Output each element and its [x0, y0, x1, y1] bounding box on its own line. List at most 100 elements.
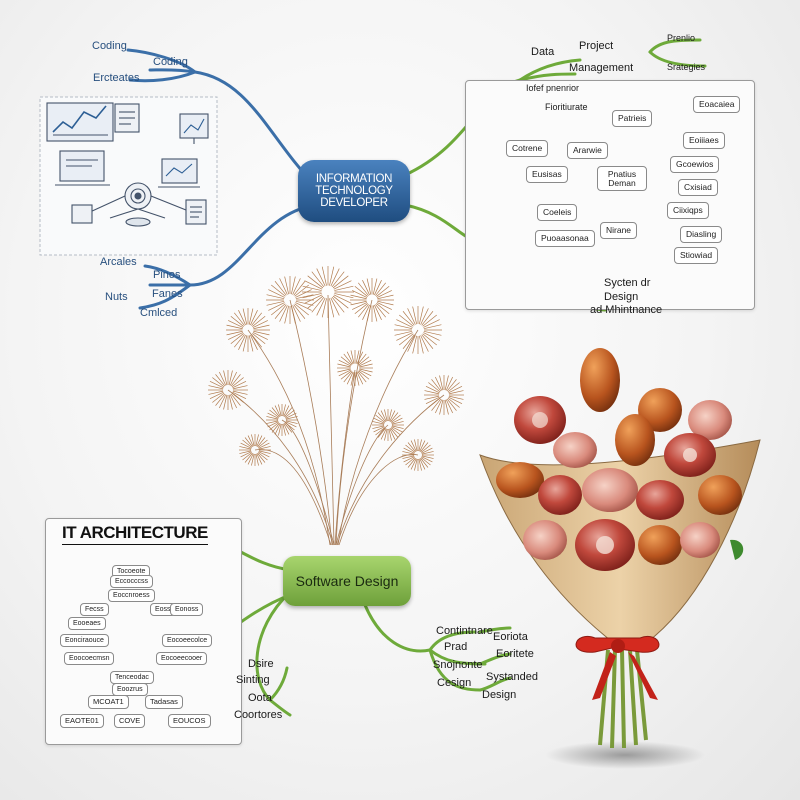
- sd-label-prad[interactable]: Prad: [444, 641, 468, 653]
- arch-node-7[interactable]: Eooeaes: [68, 617, 106, 630]
- right-node-9[interactable]: Coeleis: [537, 204, 578, 221]
- sd-label-sinting[interactable]: Sinting: [236, 674, 270, 686]
- right-node-1[interactable]: Eoacaiea: [693, 96, 741, 113]
- right-node-3[interactable]: Eoiiiaes: [683, 132, 725, 149]
- sd-label-dsire[interactable]: Dsire: [248, 658, 274, 670]
- firework-spark: [283, 423, 290, 435]
- right-node-11[interactable]: Nirane: [600, 222, 638, 239]
- right-node-4[interactable]: Cotrene: [506, 140, 549, 157]
- software-design-bubble[interactable]: Software Design: [283, 556, 411, 606]
- arch-node-10[interactable]: Eoocoecmsn: [64, 652, 115, 665]
- right-node-6[interactable]: Gcoewios: [670, 156, 720, 173]
- arch-node-6[interactable]: Eonoss: [170, 603, 204, 616]
- branch-label-fioritiurate[interactable]: Fioritiurate: [545, 102, 588, 112]
- firework-spark: [354, 303, 368, 314]
- firework-spark: [219, 394, 227, 409]
- firework-spark: [292, 278, 301, 295]
- firework-spark: [421, 311, 434, 326]
- branch-label-management[interactable]: Management: [569, 62, 634, 74]
- firework-spark: [380, 428, 387, 440]
- sd-label-systanded[interactable]: Systanded: [486, 671, 538, 683]
- right-node-14[interactable]: Stiowiad: [674, 247, 719, 264]
- branch-label-maintenance[interactable]: ad Mhintnance: [590, 304, 663, 316]
- branch-label-data[interactable]: Data: [531, 46, 555, 58]
- arch-node-3[interactable]: Eoccnroess: [108, 589, 155, 602]
- right-node-13[interactable]: Diasling: [680, 226, 723, 243]
- branch-label-srategies[interactable]: Srategies: [667, 62, 706, 72]
- firework-spark: [266, 300, 285, 306]
- firework-spark: [282, 423, 286, 436]
- branch-label-fanes[interactable]: Fanes: [152, 288, 183, 300]
- sd-label-design[interactable]: Design: [482, 689, 517, 701]
- firework-spark: [285, 421, 297, 428]
- right-node-2[interactable]: Patrieis: [612, 110, 653, 127]
- firework-spark: [208, 390, 224, 395]
- branch-label-nuts[interactable]: Nuts: [105, 291, 128, 303]
- right-panel-center[interactable]: Pnatius Deman: [597, 166, 647, 191]
- branch-label-coding-1[interactable]: Coding: [92, 40, 127, 52]
- branch-label-ercteates[interactable]: Ercteates: [93, 72, 140, 84]
- firework-spark: [258, 442, 270, 449]
- firework-spark: [396, 332, 413, 341]
- sd-label-eoritete[interactable]: Eoritete: [496, 648, 534, 660]
- firework-spark: [425, 396, 440, 404]
- firework-spark: [374, 280, 382, 296]
- firework-spark: [223, 394, 228, 410]
- monitor-icon: [158, 158, 200, 188]
- firework-spark: [321, 298, 327, 318]
- sd-label-contintnare[interactable]: Contintnare: [436, 625, 493, 637]
- hub-bubble[interactable]: INFORMATION TECHNOLOGY DEVELOPER: [298, 160, 410, 222]
- firework-spark: [357, 371, 367, 383]
- arch-node-15[interactable]: Tadasas: [145, 695, 183, 709]
- branch-label-pinos[interactable]: Pinos: [153, 269, 181, 281]
- sd-label-oota[interactable]: Oota: [248, 692, 272, 704]
- firework-spark: [431, 379, 442, 392]
- arch-node-8[interactable]: Eonciraouce: [60, 634, 109, 647]
- right-node-10[interactable]: Ciixiqps: [667, 202, 709, 219]
- arch-node-13[interactable]: Eoozrus: [112, 683, 148, 696]
- firework-spark: [242, 452, 253, 461]
- branch-label-system[interactable]: Sycten dr: [604, 277, 651, 289]
- right-node-12[interactable]: Puoaasonaa: [535, 230, 595, 247]
- firework-spark: [418, 439, 422, 452]
- blue-branches: [126, 48, 317, 310]
- firework-spark: [219, 371, 227, 386]
- arch-node-14[interactable]: MCOAT1: [88, 695, 129, 709]
- firework-spark: [253, 330, 270, 336]
- right-node-8[interactable]: Cxisiad: [678, 179, 718, 196]
- branch-label-coding-2[interactable]: Coding: [153, 56, 188, 68]
- branch-label-design[interactable]: Design: [604, 291, 639, 303]
- arch-node-2[interactable]: Eccocccss: [110, 575, 154, 588]
- firework-spark: [402, 311, 415, 326]
- branch-label-cmlced[interactable]: Cmlced: [140, 307, 178, 319]
- sd-label-snojnonte[interactable]: Snojnonte: [433, 659, 483, 671]
- branch-label-iofef[interactable]: Iofef pnenrior: [526, 83, 580, 93]
- branch-label-arcales[interactable]: Arcales: [100, 256, 137, 268]
- firework-spark: [215, 393, 226, 406]
- firework-spark: [448, 386, 463, 394]
- right-node-7[interactable]: Eusisas: [526, 166, 568, 183]
- firework-spark: [209, 391, 224, 399]
- firework-bursts: [208, 266, 464, 471]
- sd-label-cesign[interactable]: Cesign: [437, 677, 472, 689]
- sd-label-coortores[interactable]: Coortores: [234, 709, 283, 721]
- firework-spark: [250, 310, 258, 326]
- branch-label-project[interactable]: Project: [579, 40, 614, 52]
- firework-spark: [358, 370, 370, 380]
- arch-node-4[interactable]: Fecss: [80, 603, 109, 616]
- sd-label-eoriota[interactable]: Eoriota: [493, 631, 528, 643]
- firework-spark: [209, 381, 224, 389]
- arch-node-16[interactable]: EAOTE01: [60, 714, 104, 728]
- firework-spark: [391, 421, 404, 425]
- firework-spark: [253, 324, 270, 330]
- firework-spark: [255, 434, 259, 447]
- arch-node-17[interactable]: COVE: [114, 714, 146, 728]
- branch-label-prenlio[interactable]: Prenlio: [667, 33, 696, 43]
- arch-node-11[interactable]: Eocoeecooer: [156, 652, 208, 665]
- arch-node-9[interactable]: Eocoeecolce: [162, 634, 213, 647]
- firework-spark: [257, 439, 268, 448]
- firework-spark: [366, 278, 372, 295]
- firework-spark: [285, 412, 297, 419]
- right-node-5[interactable]: Ararwie: [567, 142, 608, 159]
- arch-node-18[interactable]: EOUCOS: [168, 714, 211, 728]
